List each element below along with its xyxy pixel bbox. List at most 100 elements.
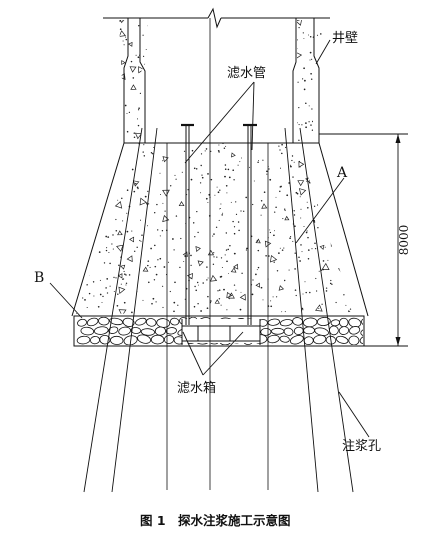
concrete-dot	[181, 97, 184, 99]
concrete-dot	[161, 230, 164, 232]
concrete-dot	[282, 38, 284, 40]
concrete-dot	[105, 151, 108, 154]
concrete-dot	[81, 222, 84, 225]
concrete-dot	[298, 139, 300, 141]
concrete-dot	[223, 79, 226, 81]
concrete-aggregate	[130, 84, 137, 90]
concrete-dot	[303, 225, 305, 228]
concrete-aggregate	[132, 180, 140, 187]
concrete-dot	[270, 41, 272, 44]
concrete-aggregate	[284, 215, 290, 221]
concrete-dot	[150, 20, 152, 22]
concrete-dot	[346, 214, 349, 216]
concrete-dot	[219, 85, 221, 87]
gravel-stone	[118, 326, 131, 336]
concrete-dot	[145, 49, 147, 50]
concrete-dot	[228, 272, 230, 274]
concrete-dot	[361, 221, 363, 223]
concrete-dot	[72, 186, 73, 187]
concrete-dot	[298, 124, 300, 126]
concrete-dot	[167, 115, 170, 118]
concrete-dot	[147, 260, 150, 262]
concrete-dot	[156, 24, 158, 26]
concrete-dot	[322, 260, 325, 262]
concrete-dot	[339, 184, 342, 186]
concrete-dot	[70, 144, 71, 145]
concrete-dot	[76, 96, 77, 99]
gravel-stone	[303, 336, 314, 345]
concrete-aggregate	[226, 291, 233, 299]
concrete-dot	[138, 107, 140, 110]
concrete-dot	[258, 89, 260, 92]
concrete-dot	[217, 191, 220, 194]
concrete-dot	[102, 227, 104, 229]
concrete-dot	[185, 74, 188, 76]
concrete-dot	[160, 194, 161, 195]
concrete-dot	[80, 29, 83, 32]
concrete-aggregate	[318, 201, 324, 207]
concrete-dot	[118, 47, 120, 50]
concrete-dot	[98, 251, 101, 253]
concrete-dot	[162, 285, 164, 287]
concrete-dot	[91, 122, 94, 124]
concrete-dot	[331, 84, 333, 86]
gravel-stone	[98, 317, 110, 326]
concrete-dot	[100, 24, 102, 26]
concrete-dot	[361, 151, 362, 152]
concrete-dot	[213, 256, 215, 258]
concrete-dot	[113, 276, 115, 279]
concrete-dot	[339, 50, 341, 52]
concrete-dot	[249, 166, 251, 168]
concrete-dot	[198, 101, 201, 103]
concrete-aggregate	[321, 262, 330, 270]
concrete-dot	[293, 161, 295, 163]
gravel-stone	[283, 327, 294, 336]
concrete-dot	[275, 196, 277, 198]
concrete-dot	[154, 212, 156, 214]
concrete-dot	[343, 54, 346, 56]
concrete-dot	[243, 210, 245, 212]
concrete-dot	[103, 117, 105, 119]
concrete-dot	[148, 281, 150, 284]
concrete-dot	[290, 102, 293, 105]
concrete-dot	[142, 69, 144, 71]
concrete-dot	[346, 71, 348, 74]
concrete-dot	[341, 258, 343, 260]
concrete-dot	[216, 186, 218, 188]
concrete-dot	[289, 237, 291, 240]
concrete-dot	[85, 161, 88, 164]
concrete-aggregate	[233, 263, 239, 270]
concrete-aggregate	[316, 117, 323, 124]
concrete-dot	[208, 66, 210, 68]
concrete-dot	[279, 186, 282, 188]
concrete-dot	[216, 46, 218, 49]
concrete-dot	[125, 274, 127, 276]
concrete-dot	[235, 201, 237, 203]
concrete-aggregate	[214, 299, 220, 304]
concrete-dot	[151, 302, 153, 305]
concrete-dot	[154, 20, 156, 21]
concrete-dot	[273, 234, 275, 237]
concrete-dot	[272, 100, 275, 103]
concrete-dot	[193, 167, 196, 170]
concrete-dot	[226, 309, 228, 311]
concrete-dot	[123, 20, 125, 22]
concrete-dot	[79, 238, 81, 240]
concrete-dot	[161, 39, 163, 41]
concrete-dot	[337, 202, 339, 204]
concrete-dot	[269, 178, 272, 181]
concrete-dot	[112, 76, 114, 78]
concrete-dot	[86, 283, 88, 286]
concrete-dot	[279, 167, 282, 169]
gravel-stone	[361, 318, 363, 327]
concrete-dot	[89, 33, 92, 35]
concrete-dot	[269, 229, 271, 231]
concrete-dot	[329, 282, 332, 285]
concrete-dot	[159, 172, 161, 174]
concrete-dot	[228, 176, 231, 179]
concrete-dot	[231, 115, 234, 118]
concrete-dot	[264, 46, 266, 48]
concrete-dot	[287, 108, 289, 111]
concrete-aggregate	[189, 73, 198, 81]
concrete-dot	[306, 230, 308, 232]
